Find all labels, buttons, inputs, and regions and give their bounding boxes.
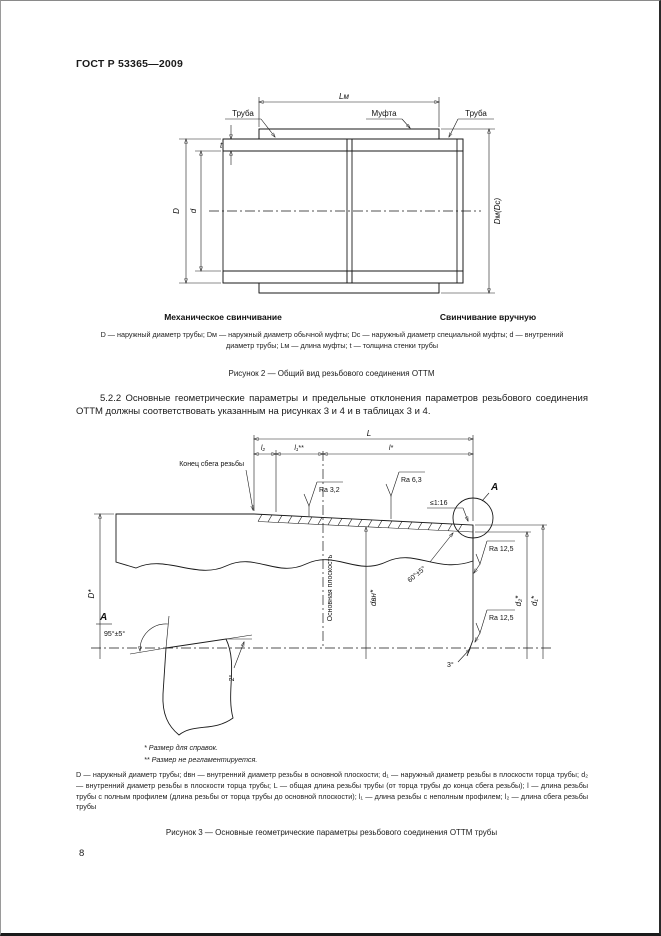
roughness-ra125-upper: Ra 12,5 xyxy=(474,540,515,573)
dim-t-label: t xyxy=(220,141,223,150)
roughness-ra125-upper-value: Ra 12,5 xyxy=(489,546,514,553)
dim-Lm-label: Lм xyxy=(339,92,349,101)
figure2-part-labels: Труба Муфта Труба xyxy=(225,109,494,137)
figure3-top-dimensions: L l₂ l₁** l* xyxy=(254,429,473,521)
dim-d-label: d xyxy=(189,208,198,213)
detail-mark-A: A xyxy=(490,482,498,493)
end-angle-callout: 3° xyxy=(447,649,470,669)
basic-plane-label: Основная плоскость xyxy=(327,554,334,621)
dim-L-label: L xyxy=(367,429,371,438)
taper-label: ≤1:16 xyxy=(430,500,448,507)
figure3-drawing: L l₂ l₁** l* Конец сбега резьбы Ra 3,2 R… xyxy=(87,429,554,736)
chamfer-angle-label: 2° xyxy=(228,674,236,681)
dim-l2-label: l₂ xyxy=(261,445,266,452)
label-pipe-right: Труба xyxy=(465,109,487,118)
thread-runout-callout: Конец сбега резьбы xyxy=(179,460,253,510)
label-coupling: Муфта xyxy=(371,109,397,118)
detail-circle-A: A xyxy=(452,482,498,539)
diameter-dimensions: D* dвн* d₂* d₁* xyxy=(87,514,547,659)
roughness-ra125-lower: Ra 12,5 xyxy=(475,609,515,642)
caption-manual: Свинчивание вручную xyxy=(440,312,536,322)
detail-A-view: A 95°±5° 2° xyxy=(96,612,253,736)
roughness-ra63: Ra 6,3 xyxy=(385,471,425,519)
figure3-footnotes: * Размер для справок. ** Размер не регла… xyxy=(144,742,257,765)
figure2-dimensions: D d t Lм Dм(Dс) xyxy=(172,92,502,293)
thread-runout-label: Конец сбега резьбы xyxy=(179,460,244,468)
face-angle-label: 95°±5° xyxy=(104,630,125,638)
figure3-legend: D — наружный диаметр трубы; dвн — внутре… xyxy=(76,770,588,812)
figure2-legend: D — наружный диаметр трубы; Dм — наружны… xyxy=(100,330,564,350)
roughness-ra63-value: Ra 6,3 xyxy=(401,477,422,484)
roughness-ra32-value: Ra 3,2 xyxy=(319,487,340,494)
footnote-1: * Размер для справок. xyxy=(144,743,218,752)
roughness-ra32: Ra 3,2 xyxy=(303,481,343,516)
paragraph-5-2-2: 5.2.2 Основные геометрические параметры … xyxy=(76,393,588,418)
roughness-ra125-lower-value: Ra 12,5 xyxy=(489,615,514,622)
caption-mechanical: Механическое свинчивание xyxy=(164,312,282,322)
basic-plane: Основная плоскость xyxy=(322,451,334,648)
label-pipe-left: Труба xyxy=(232,109,254,118)
dim-D-label: D xyxy=(172,208,181,214)
dim-d2-label: d₂* xyxy=(514,595,523,607)
footnote-2: ** Размер не регламентируется. xyxy=(144,754,258,764)
dim-Dm-label: Dм(Dс) xyxy=(493,197,502,224)
dim-l-full-label: l* xyxy=(389,445,394,452)
document-header: ГОСТ Р 53365—2009 xyxy=(76,58,184,70)
figure2-title: Рисунок 2 — Общий вид резьбового соедине… xyxy=(228,369,435,378)
pipe-thread-section xyxy=(91,513,554,657)
taper-callout: ≤1:16 xyxy=(427,500,468,521)
figure3-title: Рисунок 3 — Основные геометрические пара… xyxy=(165,828,498,837)
figure2-drawing: D d t Lм Dм(Dс) Труба Муфта xyxy=(164,92,536,322)
dim-d1-label: d₁* xyxy=(530,595,539,606)
page-number: 8 xyxy=(79,848,85,859)
pipe-coupling-section xyxy=(209,128,481,294)
end-angle-label: 3° xyxy=(447,661,454,669)
dim-dvn-label: dвн* xyxy=(369,589,378,606)
dim-D-star-label: D* xyxy=(87,589,96,599)
dim-l1-label: l₁** xyxy=(294,445,303,452)
thread-angle-label: 60°±5° xyxy=(406,564,427,584)
detail-A-title: A xyxy=(99,612,107,623)
